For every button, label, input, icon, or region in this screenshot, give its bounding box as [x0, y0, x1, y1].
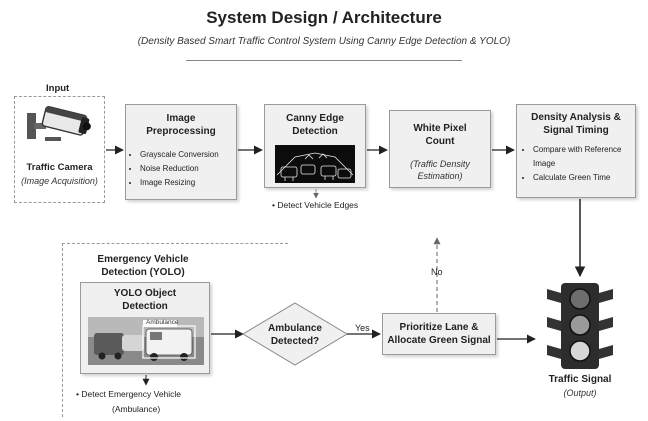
edge-image [275, 145, 355, 183]
density-item: Compare with Reference Image [533, 143, 631, 171]
pixel-count-sub-1: (Traffic Density [410, 159, 470, 169]
emergency-note-2: (Ambulance) [112, 404, 161, 414]
prioritize-box: Prioritize Lane & Allocate Green Signal [382, 313, 496, 355]
pixel-count-box: White Pixel Count (Traffic Density Estim… [389, 110, 491, 188]
decision-line-2: Detected? [270, 336, 320, 347]
prioritize-line-1: Prioritize Lane & [399, 322, 479, 333]
preprocessing-item: Noise Reduction [140, 162, 236, 176]
input-camera-block: Traffic Camera (Image Acquisition) [14, 96, 105, 203]
emergency-title-2: Detection (YOLO) [101, 267, 185, 278]
preprocessing-title-2: Preprocessing [146, 126, 216, 137]
decision-no-label: No [431, 267, 443, 277]
pixel-count-sub-2: Estimation) [417, 171, 463, 181]
emergency-title-1: Emergency Vehicle [97, 254, 189, 265]
prioritize-line-2: Allocate Green Signal [387, 335, 491, 346]
density-title-1: Density Analysis & [531, 112, 621, 123]
canny-title-1: Canny Edge [286, 113, 344, 124]
camera-title: Traffic Camera [26, 162, 93, 173]
page-title: System Design / Architecture [206, 8, 442, 27]
signal-subtitle: (Output) [563, 388, 597, 398]
yolo-title-1: YOLO Object [113, 288, 177, 299]
preprocessing-box: Image Preprocessing Grayscale Conversion… [125, 104, 237, 200]
preprocessing-title-1: Image [166, 113, 196, 124]
density-item: Calculate Green Time [533, 171, 631, 185]
density-title-2: Signal Timing [543, 125, 609, 136]
preprocessing-list: Grayscale Conversion Noise Reduction Ima… [126, 148, 236, 190]
emergency-note-1: Detect Emergency Vehicle [81, 389, 182, 399]
density-box: Density Analysis & Signal Timing Compare… [516, 104, 636, 198]
canny-note: • Detect Vehicle Edges [272, 200, 359, 210]
title-divider [186, 60, 462, 61]
pixel-count-title-2: Count [425, 136, 455, 147]
emergency-note: • Detect Emergency Vehicle [76, 389, 182, 399]
canny-title-2: Detection [292, 126, 338, 137]
traffic-light-icon [539, 279, 621, 371]
emergency-region [62, 243, 288, 417]
canny-box: Canny Edge Detection [264, 104, 366, 188]
yolo-title-2: Detection [122, 301, 168, 312]
input-label: Input [46, 83, 70, 94]
preprocessing-item: Grayscale Conversion [140, 148, 236, 162]
decision-yes-label: Yes [355, 323, 370, 333]
pixel-count-title-1: White Pixel [413, 123, 467, 134]
yolo-box: YOLO Object Detection Ambulance [80, 282, 210, 374]
yolo-image: Ambulance [88, 317, 204, 365]
signal-title: Traffic Signal [548, 374, 612, 385]
yolo-image-label: Ambulance [146, 319, 179, 326]
canny-note-text: Detect Vehicle Edges [277, 200, 359, 210]
density-list: Compare with Reference Image Calculate G… [517, 143, 635, 185]
decision-line-1: Ambulance [268, 323, 322, 334]
page-subtitle: (Density Based Smart Traffic Control Sys… [137, 36, 511, 47]
preprocessing-item: Image Resizing [140, 176, 236, 190]
camera-icon [25, 103, 93, 151]
camera-subtitle: (Image Acquisition) [21, 176, 98, 186]
